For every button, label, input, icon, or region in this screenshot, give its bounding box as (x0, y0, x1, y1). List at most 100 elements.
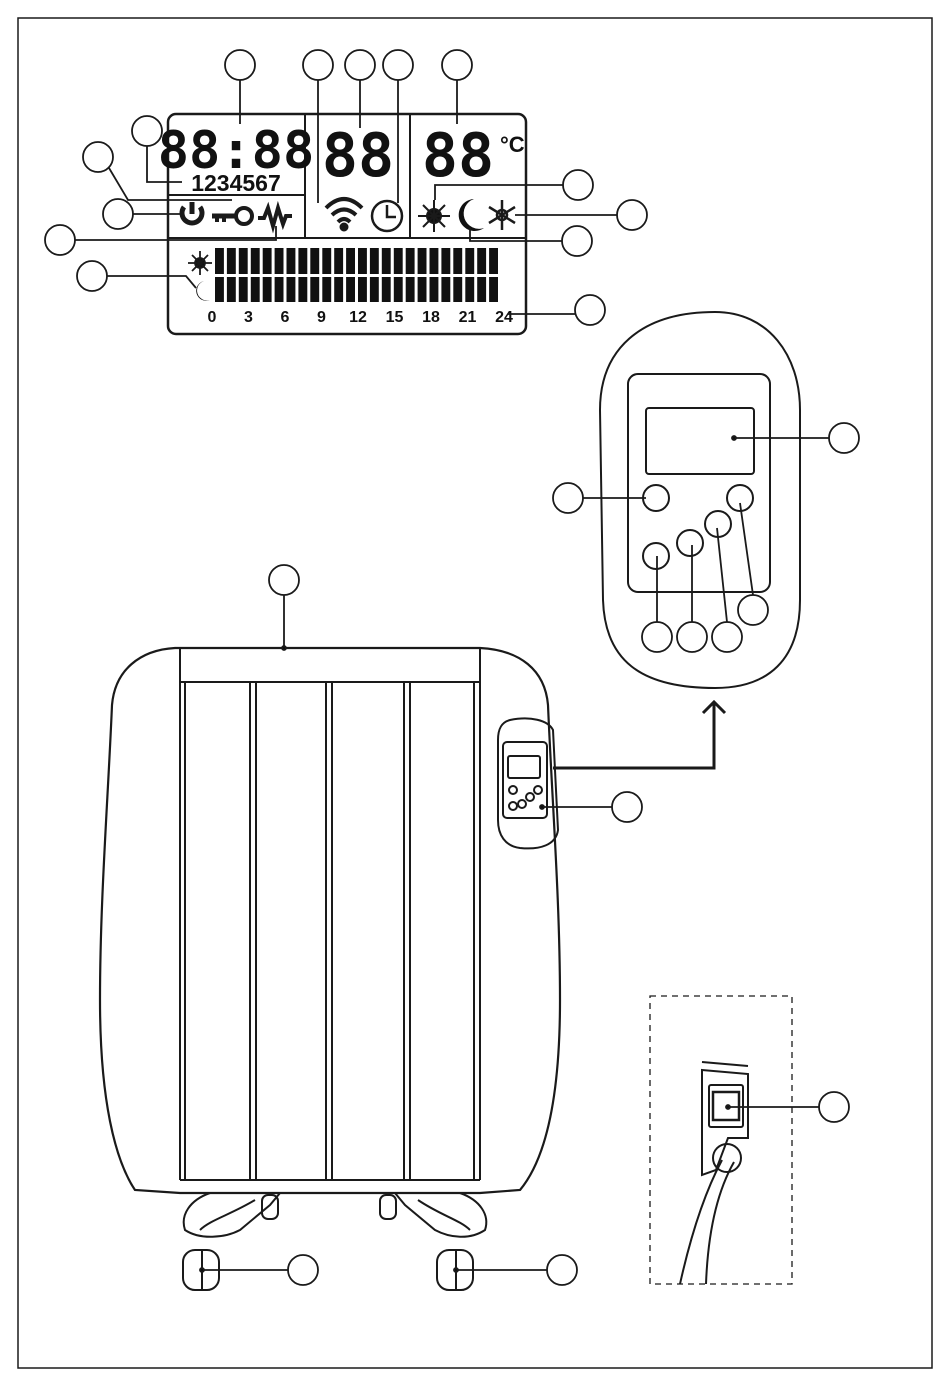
timeline-segment-lower (358, 277, 367, 302)
timeline-segment-upper (465, 248, 474, 274)
timeline-segment-upper (251, 248, 260, 274)
remote-callouts (553, 423, 859, 652)
timeline-segment-upper (453, 248, 462, 274)
timeline-segment-upper (477, 248, 486, 274)
timeline-moon-icon (196, 281, 210, 301)
timeline-segment-lower (251, 277, 260, 302)
timeline-segment-upper (430, 248, 439, 274)
timeline-segment-upper (298, 248, 307, 274)
lcd-display: 88:88 1234567 88 88 °C (158, 114, 526, 334)
remote-controller (553, 312, 859, 688)
callout-circle (288, 1255, 318, 1285)
timeline-segment-upper (382, 248, 391, 274)
callout-circle (225, 50, 255, 80)
timeline-segment-lower (441, 277, 450, 302)
timeline-segment-upper (418, 248, 427, 274)
callout-circle (383, 50, 413, 80)
timeline-tick-label: 18 (422, 309, 440, 326)
control-button (534, 786, 542, 794)
timeline-bar-chart (215, 248, 498, 302)
radiator-callouts (200, 565, 642, 1285)
callout-circle (712, 622, 742, 652)
radiator-top-rail (180, 648, 480, 682)
timeline-segment-upper (346, 248, 355, 274)
left-foot (184, 1193, 280, 1237)
callout-circle (612, 792, 642, 822)
timeline-segment-lower (370, 277, 379, 302)
timeline-segment-upper (215, 248, 224, 274)
clock-icon (372, 201, 402, 231)
snowflake-icon (489, 200, 515, 230)
callout-circle (83, 142, 113, 172)
timeline-segment-upper (394, 248, 403, 274)
timeline-segment-lower (489, 277, 498, 302)
wifi-icon (326, 199, 362, 230)
timeline-segment-upper (287, 248, 296, 274)
callout-circle (738, 595, 768, 625)
radiator-body (100, 565, 642, 1290)
timeline-segment-upper (489, 248, 498, 274)
callout-circle (77, 261, 107, 291)
remote-screen (646, 408, 754, 474)
timeline-segment-upper (358, 248, 367, 274)
timeline-segment-lower (287, 277, 296, 302)
timeline-segment-lower (406, 277, 415, 302)
connector-arrow (553, 702, 725, 768)
switch-detail-frame (650, 996, 792, 1284)
timeline-tick-label: 21 (459, 309, 477, 326)
castor-wheels (183, 1193, 486, 1290)
timeline-tick-label: 9 (317, 309, 326, 326)
timeline-segment-lower (382, 277, 391, 302)
callout-circle (829, 423, 859, 453)
remote-button[interactable] (677, 530, 703, 556)
key-lock-icon (212, 208, 252, 224)
timeline-tick-label: 15 (386, 309, 404, 326)
timeline-segment-lower (215, 277, 224, 302)
right-foot (395, 1193, 486, 1237)
callout-circle (45, 225, 75, 255)
callout-circle (562, 226, 592, 256)
callout-circle (553, 483, 583, 513)
timeline-tick-label: 0 (208, 309, 217, 326)
lcd-temperature: 88 (422, 121, 494, 191)
callout-circle (677, 622, 707, 652)
timeline-segment-lower (334, 277, 343, 302)
timeline-segment-upper (334, 248, 343, 274)
timeline-tick-label: 3 (244, 309, 253, 326)
power-icon (182, 202, 202, 223)
remote-button[interactable] (643, 485, 669, 511)
timeline-segment-lower (346, 277, 355, 302)
callout-circle (103, 199, 133, 229)
timeline-segment-upper (441, 248, 450, 274)
callout-circle (442, 50, 472, 80)
timeline-tick-label: 6 (281, 309, 290, 326)
power-cord (706, 1162, 734, 1284)
timeline-segment-lower (275, 277, 284, 302)
moon-icon (459, 199, 484, 231)
timeline-segment-upper (310, 248, 319, 274)
timeline-tick-labels: 03691215182124 (208, 309, 513, 326)
timeline-segment-upper (275, 248, 284, 274)
timeline-segment-lower (263, 277, 272, 302)
timeline-segment-lower (453, 277, 462, 302)
callout-circle (819, 1092, 849, 1122)
callout-circle (345, 50, 375, 80)
timeline-segment-upper (239, 248, 248, 274)
switch-callout (726, 1092, 849, 1122)
timeline-segment-lower (394, 277, 403, 302)
timeline-segment-lower (465, 277, 474, 302)
sun-icon (418, 200, 450, 232)
radiator-outline (100, 648, 560, 1193)
right-rear-wheel (380, 1195, 396, 1219)
timeline-segment-upper (322, 248, 331, 274)
lcd-setting: 88 (322, 121, 394, 191)
timeline-segment-lower (298, 277, 307, 302)
timeline-segment-lower (227, 277, 236, 302)
callout-circle (563, 170, 593, 200)
control-button (526, 793, 534, 801)
remote-button[interactable] (643, 543, 669, 569)
control-button (509, 786, 517, 794)
timeline-segment-lower (310, 277, 319, 302)
callout-circle (617, 200, 647, 230)
